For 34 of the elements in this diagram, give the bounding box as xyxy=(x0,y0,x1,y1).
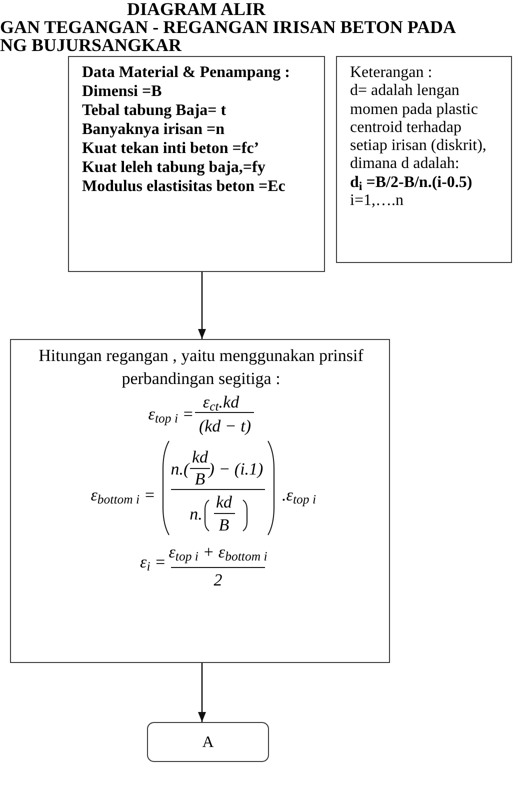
formula-term: ε$_{ct}$.kd xyxy=(202,394,240,410)
process-box xyxy=(10,339,390,663)
data-box xyxy=(68,56,325,272)
box-heading: Hitungan regangan , yaitu menggunakan prinsif perbandingan segitiga : xyxy=(38,345,364,390)
formula-term: B xyxy=(194,470,206,488)
data-item: Kuat tekan inti beton =fc’ xyxy=(82,139,260,158)
index-range: i=1,….n xyxy=(350,192,404,210)
formula-term: n.( xyxy=(170,460,190,478)
formula-term: B xyxy=(218,516,230,534)
formula-term: 2 xyxy=(214,572,222,588)
subtitle-text: NG BUJURSANGKAR xyxy=(0,36,182,54)
formula-term: ε$_{i}$ = xyxy=(140,554,166,570)
arrow xyxy=(198,663,206,722)
note-heading: Keterangan : xyxy=(350,64,432,82)
arrow xyxy=(198,272,206,339)
diagram-title: DIAGRAM ALIR xyxy=(127,0,266,18)
formula-term: ε$_{bottom i}$ = xyxy=(90,486,156,504)
formula-term: kd xyxy=(192,448,208,466)
formula-term: n. xyxy=(190,506,202,522)
data-item: Dimensi =B xyxy=(82,82,162,101)
formula-term: kd xyxy=(216,494,232,510)
formula-term: (kd − t) xyxy=(198,418,252,434)
note-box xyxy=(336,56,512,263)
data-item: Banyaknya irisan =n xyxy=(82,120,224,139)
connector-box xyxy=(147,722,269,762)
subtitle-text: GAN TEGANGAN - REGANGAN IRISAN BETON PADA xyxy=(0,18,456,36)
formula-term: ) − (i.1) xyxy=(208,460,264,478)
formula-text: d$_{i}$ =B/2-B/n.(i-0.5) xyxy=(350,174,472,192)
note-text: d= adalah lengan momen pada plastic centroid terhadap setiap irisan (diskrit), dimana d adalah: xyxy=(350,82,488,174)
connector-label: A xyxy=(202,732,214,752)
box-heading: Data Material & Penampang : xyxy=(82,63,290,82)
data-item: Tebal tabung Baja= t xyxy=(82,101,226,120)
data-item: Kuat leleh tabung baja,=fy xyxy=(82,158,266,177)
data-item: Modulus elastisitas beton =Ec xyxy=(82,177,286,196)
